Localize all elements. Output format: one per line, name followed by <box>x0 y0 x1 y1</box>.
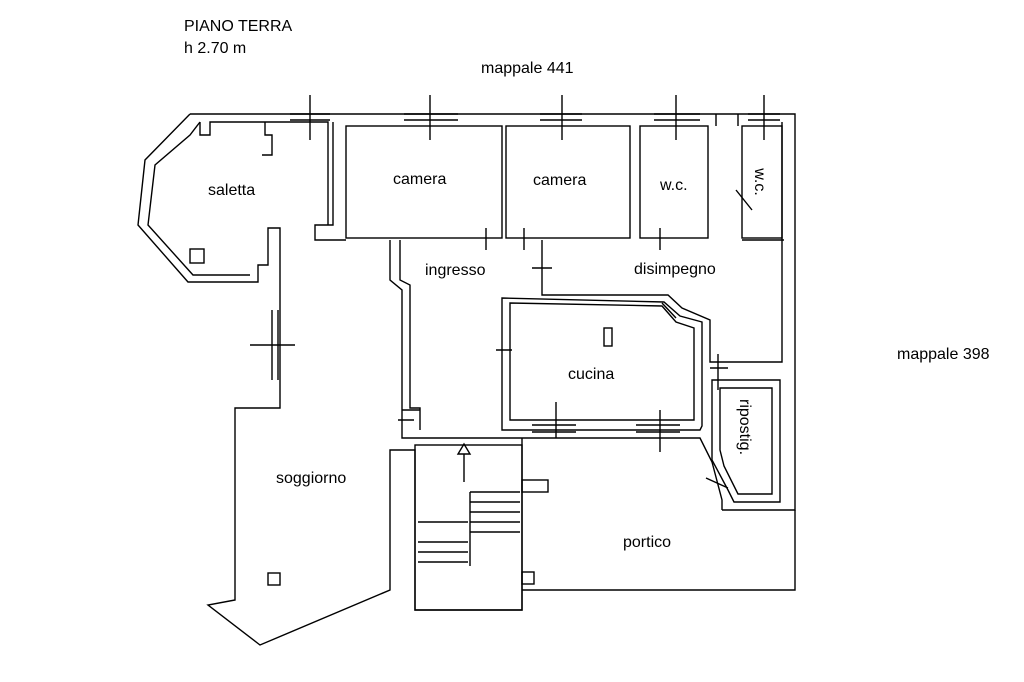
outer-wall <box>314 122 346 241</box>
room-wall-cucina <box>501 297 703 431</box>
room-wall-riposti <box>711 379 781 503</box>
room-label-disimpegno: disimpegno <box>634 261 716 278</box>
stair-enclosure <box>414 444 523 611</box>
room-wall-camera-1 <box>345 125 503 239</box>
floor-title: PIANO TERRA <box>184 18 293 35</box>
portico-wall <box>522 510 796 591</box>
ceiling-height: h 2.70 m <box>184 40 247 57</box>
portico-wall <box>522 437 723 510</box>
room-wall-cucina <box>509 302 695 421</box>
room-wall-riposti <box>719 387 773 495</box>
room-label-camera-1: camera <box>393 171 447 188</box>
neighbor-east-label: mappale 398 <box>897 346 990 363</box>
room-label-ingresso: ingresso <box>425 262 486 279</box>
room-label-cucina: cucina <box>568 366 615 383</box>
room-wall-wc-1 <box>639 125 709 239</box>
room-label-riposti: ripostig. <box>736 398 754 456</box>
stair-steps <box>418 491 520 566</box>
inner-wall <box>199 121 329 225</box>
inner-wall <box>262 122 273 156</box>
room-label-wc-2: w.c. <box>750 168 768 196</box>
window-marks <box>250 95 780 489</box>
room-wall-camera-2 <box>505 125 631 239</box>
inner-wall <box>389 240 522 439</box>
room-label-saletta: saletta <box>208 182 256 199</box>
neighbor-north-label: mappale 441 <box>481 60 574 77</box>
room-label-portico: portico <box>623 534 672 551</box>
outer-wall <box>147 121 250 276</box>
inner-wall <box>541 122 783 363</box>
outer-wall <box>190 113 796 511</box>
room-label-camera-2: camera <box>533 172 587 189</box>
outer-wall <box>137 113 523 646</box>
room-label-soggiorno: soggiorno <box>276 470 347 487</box>
room-label-wc-1: w.c. <box>660 177 688 194</box>
inner-wall <box>399 240 421 430</box>
